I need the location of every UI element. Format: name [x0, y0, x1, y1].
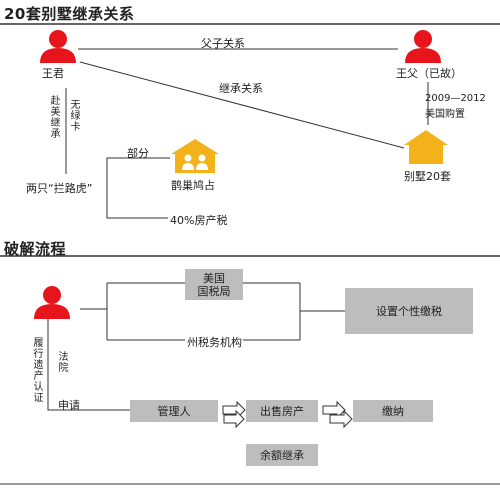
- step-residual-inherit: 余额继承: [246, 444, 318, 466]
- wangjun-label: 王君: [42, 67, 64, 80]
- step-sell-property: 出售房产: [246, 400, 318, 422]
- wangjun-person-icon-2: [34, 286, 70, 319]
- vertical-court: 法院: [58, 352, 69, 374]
- purchase-note: 美国购置: [425, 109, 465, 120]
- vertical-go-us-inherit: 赴美继承: [50, 96, 61, 140]
- villas-label: 别墅20套: [404, 170, 451, 183]
- two-obstacles-label: 两只“拦路虎”: [26, 182, 93, 195]
- father-label: 王父（已故）: [396, 67, 462, 80]
- occupied-house-icon: [171, 139, 219, 173]
- irs-box: 美国 国税局: [185, 269, 243, 300]
- section-title-solution: 破解流程: [4, 240, 67, 258]
- villa-house-icon: [404, 130, 448, 164]
- vertical-probate: 履行遗产认证: [33, 338, 44, 404]
- magpie-nest-label: 鹊巢鸠占: [171, 179, 215, 192]
- vertical-no-greencard: 无绿卡: [70, 100, 81, 133]
- apply-label: 申请: [58, 399, 80, 412]
- step-administrator: 管理人: [130, 400, 218, 422]
- purchase-years: 2009—2012: [425, 93, 486, 104]
- step-pay-tax: 缴纳: [353, 400, 433, 422]
- wangjun-person-icon: [40, 30, 76, 63]
- father-person-icon: [405, 30, 441, 63]
- state-tax-label: 州税务机构: [187, 336, 242, 349]
- relation-father-son: 父子关系: [201, 37, 245, 50]
- section-title-inheritance: 20套别墅继承关系: [4, 5, 135, 23]
- personal-tax-box: 设置个性缴税: [345, 288, 473, 334]
- property-tax-label: 40%房产税: [170, 214, 228, 227]
- partial-label: 部分: [127, 147, 149, 160]
- relation-inherit: 继承关系: [219, 82, 263, 95]
